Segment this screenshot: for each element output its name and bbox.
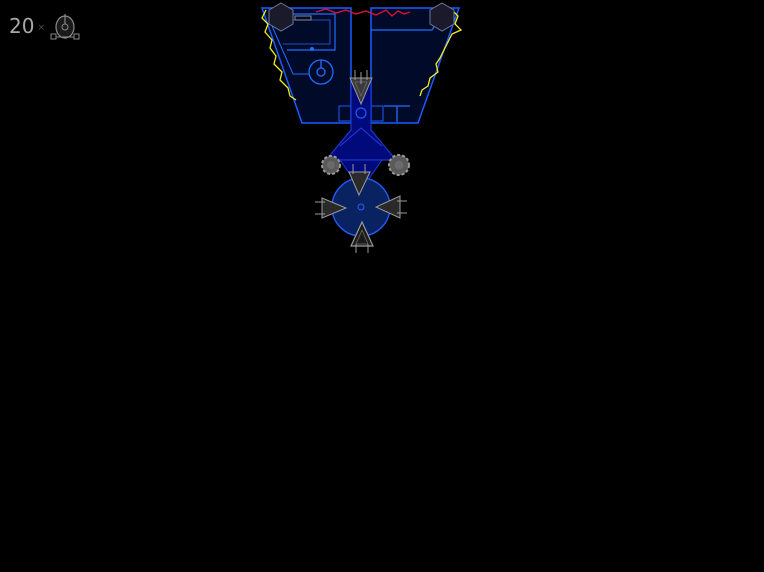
lives-count: 20 xyxy=(9,14,35,38)
player-ship-icon xyxy=(350,220,374,253)
right-corner-pod-icon xyxy=(429,2,455,32)
right-gear-turret-icon xyxy=(388,154,410,176)
left-electric-arc xyxy=(261,9,297,101)
multiplier-sign: × xyxy=(37,23,45,33)
sphere-ship-left-icon xyxy=(315,197,348,219)
hud-lives: 20 × xyxy=(9,10,81,42)
sphere-ship-right-icon xyxy=(374,195,407,219)
left-gear-turret-icon xyxy=(321,155,341,175)
player-ship-icon xyxy=(50,14,80,40)
top-laser-arc xyxy=(315,8,411,17)
right-electric-arc xyxy=(419,9,463,97)
sphere-ship-top-icon xyxy=(348,164,371,197)
boss-left-wing xyxy=(260,7,352,124)
left-corner-pod-icon xyxy=(268,2,294,32)
docked-ship-top-icon xyxy=(349,70,373,106)
